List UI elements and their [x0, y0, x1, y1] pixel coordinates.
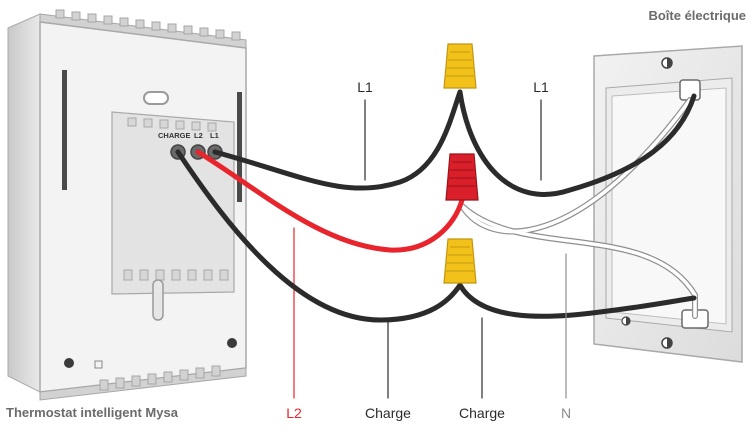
- cable-clamp-top: [679, 79, 701, 101]
- box-mount-side: [621, 316, 631, 326]
- indicator-square-icon: [94, 360, 103, 369]
- wire-l1-right: [457, 89, 697, 197]
- latch-tab: [152, 279, 164, 321]
- label-l1-right: L1: [533, 79, 549, 95]
- wire-nut-top-icon: [443, 43, 477, 89]
- wire-l2: [195, 149, 465, 253]
- terminal-label-l2: L2: [194, 131, 203, 140]
- mounting-hole: [143, 91, 169, 105]
- label-l2: L2: [286, 405, 302, 421]
- box-mount-top: [661, 57, 673, 69]
- wire-nut-red-icon: [445, 153, 479, 201]
- label-n: N: [561, 405, 571, 421]
- electrical-box: [593, 45, 743, 363]
- bottom-ridge: [39, 365, 247, 401]
- label-charge-left: Charge: [365, 405, 411, 421]
- top-ridge: [39, 9, 247, 49]
- wire-l1-left: [212, 89, 463, 191]
- terminal-label-l1: L1: [210, 131, 219, 140]
- terminal-label-charge: CHARGE: [158, 131, 191, 140]
- label-l1-left: L1: [357, 79, 373, 95]
- wire-charge-left: [175, 149, 463, 323]
- plate-slot-right: [237, 92, 242, 202]
- screw-icon: [64, 358, 74, 368]
- thermostat-back-plate: CHARGE L2 L1: [7, 9, 247, 401]
- label-charge-right: Charge: [459, 405, 505, 421]
- screw-icon: [227, 338, 237, 348]
- box-mount-bottom: [661, 337, 673, 349]
- wire-charge-right: [457, 282, 697, 319]
- plate-slot-left: [62, 70, 67, 190]
- thermostat-title: Thermostat intelligent Mysa: [6, 405, 178, 420]
- wire-nut-bottom-icon: [443, 238, 477, 284]
- electrical-box-title: Boîte électrique: [648, 8, 746, 23]
- wires: [175, 89, 698, 399]
